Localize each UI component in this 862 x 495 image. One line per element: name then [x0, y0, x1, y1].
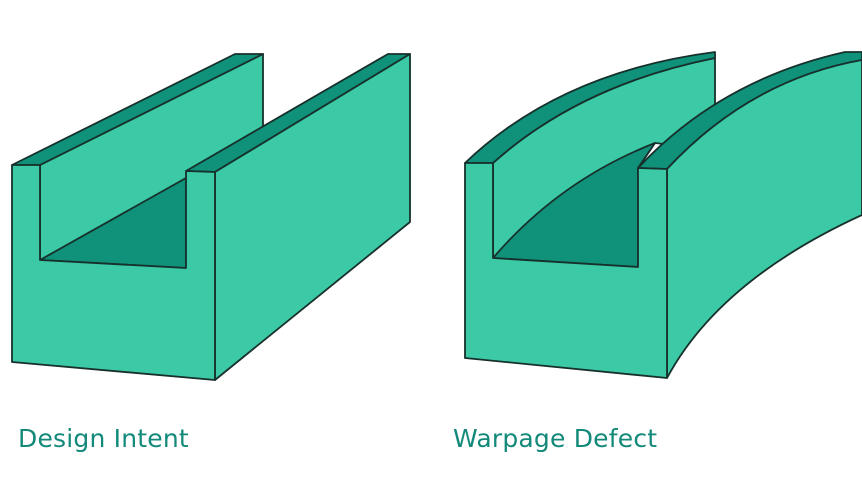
channel-floor — [492, 142, 656, 268]
left-wall-top — [464, 51, 716, 164]
warpage-defect-label: Warpage Defect — [453, 424, 658, 453]
design-intent-label: Design Intent — [18, 424, 189, 453]
design-intent-channel — [11, 53, 411, 381]
warpage-defect-channel — [464, 51, 862, 379]
front-face — [464, 162, 668, 379]
front-face — [11, 164, 216, 381]
